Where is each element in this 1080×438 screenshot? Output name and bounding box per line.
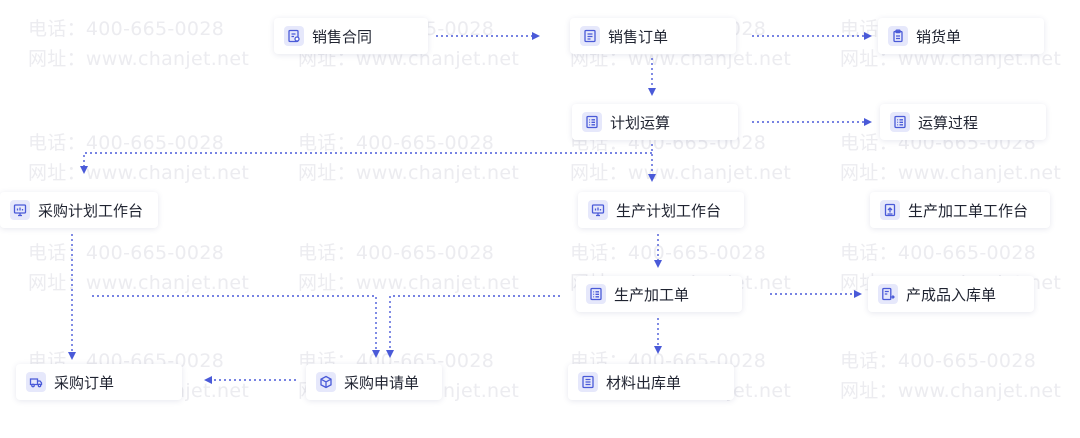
node-sales-delivery[interactable]: 销货单: [878, 18, 1044, 54]
node-label: 销货单: [916, 27, 962, 46]
edge-plan-calc-to-purchase-plan: [80, 152, 652, 174]
node-label: 销售合同: [312, 27, 373, 46]
order-list-icon: [580, 26, 600, 46]
node-production-plan-desk[interactable]: 生产计划工作台: [578, 192, 744, 228]
watermark: 电话：400-665-0028 网址：www.chanjet.net: [28, 242, 250, 294]
watermark: 电话：400-665-0028 网址：www.chanjet.net: [28, 18, 250, 70]
inbound-icon: [878, 284, 898, 304]
upload-doc-icon: [880, 200, 900, 220]
node-material-outbound[interactable]: 材料出库单: [568, 364, 734, 400]
watermark: 电话：400-665-0028 网址：www.chanjet.net: [840, 350, 1062, 402]
node-label: 生产计划工作台: [616, 201, 722, 220]
list-icon: [582, 112, 602, 132]
list-icon: [586, 284, 606, 304]
node-purchase-plan-desk[interactable]: 采购计划工作台: [0, 192, 158, 228]
node-calc-process[interactable]: 运算过程: [880, 104, 1046, 140]
truck-icon: [26, 372, 46, 392]
node-sales-order[interactable]: 销售订单: [570, 18, 736, 54]
node-finished-goods-inbound[interactable]: 产成品入库单: [868, 276, 1034, 312]
node-purchase-order[interactable]: 采购订单: [16, 364, 182, 400]
node-plan-calc[interactable]: 计划运算: [572, 104, 738, 140]
monitor-icon: [588, 200, 608, 220]
node-production-work-order[interactable]: 生产加工单: [576, 276, 742, 312]
node-purchase-request[interactable]: 采购申请单: [306, 364, 442, 400]
node-label: 销售订单: [608, 27, 669, 46]
node-label: 采购申请单: [344, 373, 420, 392]
monitor-icon: [10, 200, 30, 220]
node-production-work-order-desk[interactable]: 生产加工单工作台: [870, 192, 1050, 228]
watermark: 电话：400-665-0028 网址：www.chanjet.net: [298, 132, 520, 184]
outbound-icon: [578, 372, 598, 392]
watermark: 电话：400-665-0028 网址：www.chanjet.net: [298, 242, 520, 294]
node-label: 采购计划工作台: [38, 201, 144, 220]
node-label: 生产加工单: [614, 285, 690, 304]
node-label: 采购订单: [54, 373, 115, 392]
node-label: 计划运算: [610, 113, 671, 132]
edge-work-order-to-request: [386, 295, 560, 358]
node-label: 生产加工单工作台: [908, 201, 1029, 220]
edge-purchase-plan-to-request: [92, 295, 380, 358]
node-label: 材料出库单: [606, 373, 682, 392]
node-sales-contract[interactable]: 销售合同: [274, 18, 428, 54]
list-icon: [890, 112, 910, 132]
clipboard-icon: [888, 26, 908, 46]
box-icon: [316, 372, 336, 392]
node-label: 产成品入库单: [906, 285, 997, 304]
contract-icon: [284, 26, 304, 46]
node-label: 运算过程: [918, 113, 979, 132]
